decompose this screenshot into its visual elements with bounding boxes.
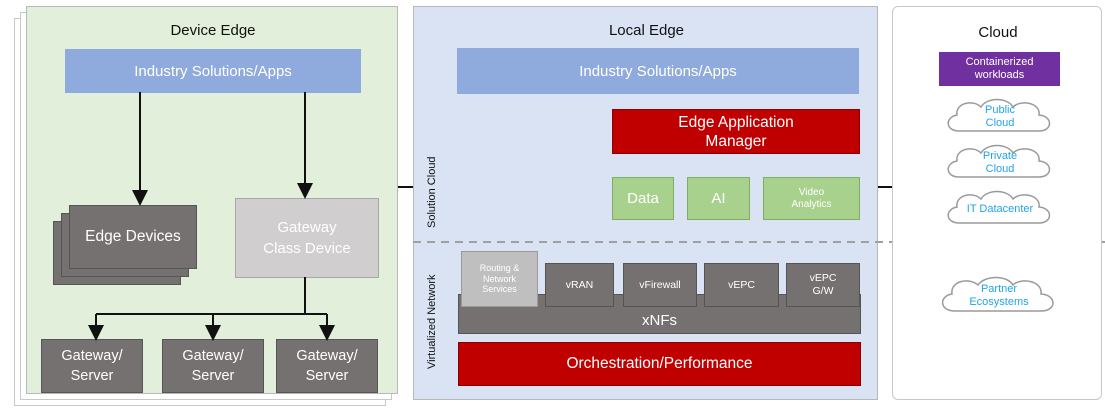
service-ai-box: AI	[687, 177, 750, 220]
cloud-icon	[947, 98, 1051, 132]
local-edge-apps-bar: Industry Solutions/Apps	[457, 48, 859, 94]
public-cloud: Public Cloud	[941, 95, 1059, 137]
cloud-panel: Cloud Containerized workloads Public Clo…	[892, 6, 1102, 400]
nf-routing-box: Routing & Network Services	[461, 251, 538, 307]
cloud-icon	[941, 276, 1054, 312]
containerized-workloads-box: Containerized workloads	[939, 52, 1060, 86]
edge-devices-box: Edge Devices	[69, 205, 197, 269]
gateway-class-device-box: Gateway Class Device	[235, 198, 379, 278]
solution-cloud-label: Solution Cloud	[426, 156, 438, 228]
orchestration-performance-bar: Orchestration/Performance	[458, 342, 861, 386]
nf-vepc-box: vEPC	[704, 263, 779, 307]
it-datacenter-cloud: IT Datacenter	[941, 187, 1059, 229]
local-edge-title: Local Edge	[608, 21, 685, 39]
private-cloud: Private Cloud	[941, 141, 1059, 183]
cloud-icon	[947, 190, 1051, 224]
private-cloud-label: Private Cloud	[982, 150, 1018, 175]
service-video-analytics-box: Video Analytics	[763, 177, 860, 220]
service-data-box: Data	[612, 177, 674, 220]
partner-ecosystems-cloud: Partner Ecosystems	[935, 273, 1063, 317]
public-cloud-label: Public Cloud	[985, 104, 1015, 129]
device-edge-apps-bar: Industry Solutions/Apps	[65, 49, 361, 93]
device-edge-title: Device Edge	[170, 21, 256, 39]
nf-vran-box: vRAN	[545, 263, 614, 307]
gateway-server-box-2: Gateway/ Server	[162, 339, 264, 393]
virtualized-network-label: Virtualized Network	[426, 274, 438, 370]
edge-application-manager-box: Edge Application Manager	[612, 109, 860, 154]
dashed-separator	[413, 241, 1105, 243]
xnfs-label: xNFs	[642, 312, 677, 329]
nf-vfirewall-box: vFirewall	[623, 263, 697, 307]
device-edge-panel: Device Edge Industry Solutions/Apps Edge…	[26, 6, 398, 394]
cloud-icon	[947, 144, 1051, 178]
nf-vepc-gw-box: vEPC G/W	[786, 263, 860, 307]
local-edge-panel: Local Edge Industry Solutions/Apps Solut…	[413, 6, 878, 400]
cloud-title: Cloud	[978, 23, 1018, 41]
partner-ecosystems-label: Partner Ecosystems	[969, 283, 1029, 308]
it-datacenter-label: IT Datacenter	[966, 202, 1034, 215]
